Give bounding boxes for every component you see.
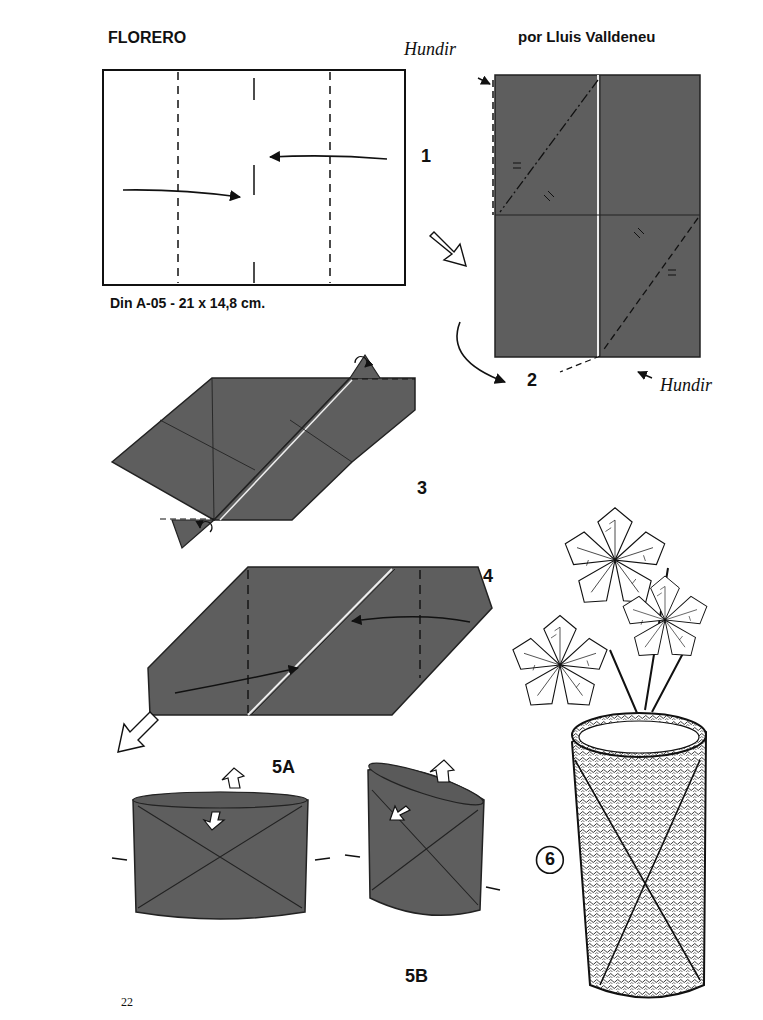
step-number: 5A xyxy=(272,758,295,778)
page-number: 22 xyxy=(121,996,133,1009)
step-number: 2 xyxy=(527,371,537,391)
step-number: 3 xyxy=(417,479,427,499)
author: por Lluis Valldeneu xyxy=(518,29,656,46)
paper-size: Din A-05 - 21 x 14,8 cm. xyxy=(110,296,265,311)
step-circle: 6 xyxy=(535,845,565,875)
sink-fold-note: Hundir xyxy=(660,376,712,396)
step-number: 1 xyxy=(421,147,431,167)
sink-fold-note: Hundir xyxy=(404,40,456,60)
step-number: 6 xyxy=(545,850,555,870)
circle-outline xyxy=(537,847,564,874)
title: FLORERO xyxy=(108,29,186,47)
step-number: 5B xyxy=(405,967,428,987)
step-number: 4 xyxy=(483,567,493,587)
